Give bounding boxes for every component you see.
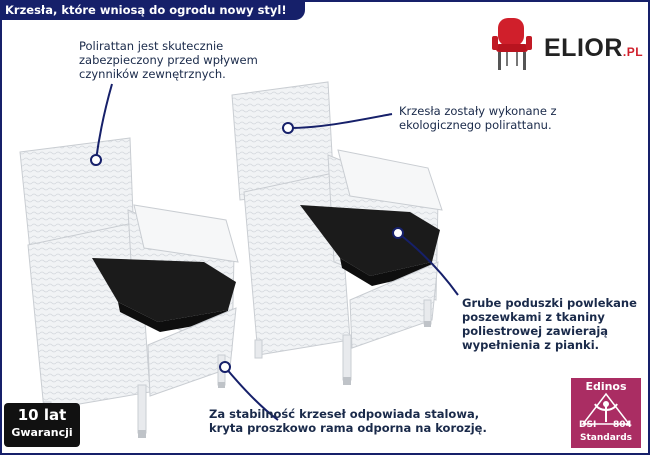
callout-line: zabezpieczony przed wpływem xyxy=(79,53,258,67)
callout-line: ekologicznego polirattanu. xyxy=(399,118,552,132)
callout-line: czynników zewnętrznych. xyxy=(79,67,226,81)
edinos-name: Edinos xyxy=(585,380,627,393)
callout-line-material xyxy=(95,83,113,161)
callout-dot-cushions xyxy=(392,227,404,239)
brand-domain-suffix: .PL xyxy=(622,45,644,59)
callout-line: Za stabilność krzeseł odpowiada stalowa, xyxy=(209,407,480,421)
callout-frame: Za stabilność krzeseł odpowiada stalowa,… xyxy=(209,407,487,435)
callout-line: kryta proszkowo rama odporna na korozję. xyxy=(209,421,487,435)
callout-dot-eco xyxy=(282,122,294,134)
callout-line-frame xyxy=(224,366,279,421)
edinos-emblem-icon xyxy=(581,392,631,425)
callout-dot-material xyxy=(90,154,102,166)
callout-dot-frame xyxy=(219,361,231,373)
edinos-code-left: DSI xyxy=(579,420,597,430)
callout-line: poliestrowej zawierają xyxy=(462,324,609,338)
edinos-code-right: 804 xyxy=(613,420,632,430)
edinos-badge: Edinos DSI 804 Standards xyxy=(571,378,641,448)
chair-front xyxy=(19,137,239,438)
callout-line: Polirattan jest skutecznie xyxy=(79,39,224,53)
warranty-years: 10 lat xyxy=(17,406,67,424)
callout-line: Krzesła zostały wykonane z xyxy=(399,104,557,118)
brand-logo[interactable]: ELIOR.PL xyxy=(484,14,644,78)
warranty-label: Gwarancji xyxy=(11,426,73,439)
callout-line-cushions xyxy=(397,232,459,296)
callout-lines xyxy=(95,83,459,421)
red-chair-icon xyxy=(492,18,532,70)
callout-cushions: Grube poduszki powlekane poszewkami z tk… xyxy=(462,296,637,352)
callout-line-eco xyxy=(287,113,393,129)
callout-eco: Krzesła zostały wykonane z ekologicznego… xyxy=(399,104,557,132)
callout-line: wypełnienia z pianki. xyxy=(462,338,600,352)
chair-back xyxy=(231,81,443,385)
edinos-standards: Standards xyxy=(579,433,633,443)
callout-dots xyxy=(90,122,404,373)
callout-line: poszewkami z tkaniny xyxy=(462,310,605,324)
brand-wordmark: ELIOR.PL xyxy=(544,34,644,62)
warranty-badge: 10 lat Gwarancji xyxy=(4,403,80,447)
callout-line: Grube poduszki powlekane xyxy=(462,296,637,310)
callout-material: Polirattan jest skutecznie zabezpieczony… xyxy=(79,39,258,81)
page-title: Krzesła, które wniosą do ogrodu nowy sty… xyxy=(0,0,305,20)
